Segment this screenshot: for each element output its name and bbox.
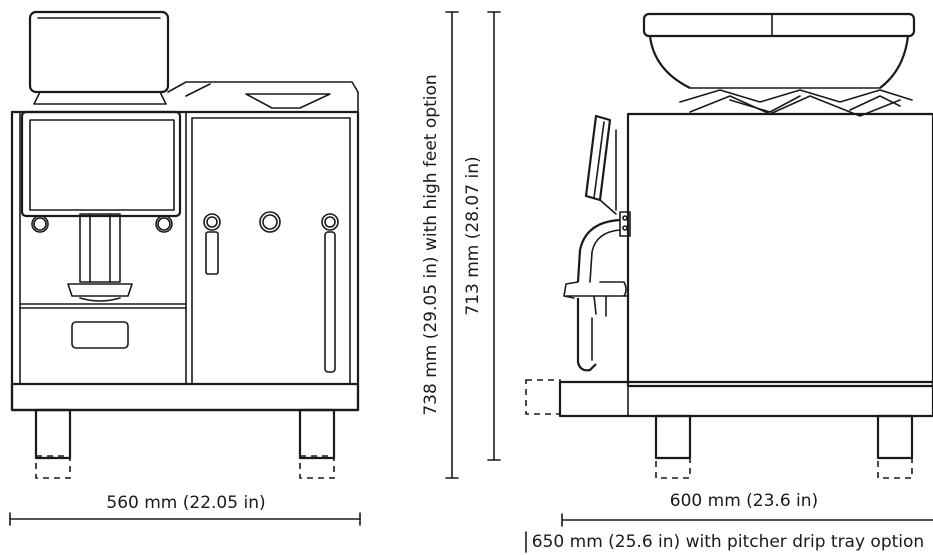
side-foot-rear (876, 414, 914, 460)
front-width-label: 560 mm (22.05 in) (106, 493, 265, 513)
front-foot-right (298, 408, 336, 460)
front-base (10, 382, 360, 412)
front-bean-hopper (28, 10, 170, 105)
side-high-foot-front (655, 457, 691, 479)
front-right-knob (259, 211, 281, 233)
front-high-foot-right (299, 455, 335, 479)
front-left-knob (31, 215, 49, 233)
side-depth-label: 600 mm (23.6 in) (670, 491, 818, 511)
height-label: 713 mm (28.07 in) (463, 156, 483, 315)
side-base (558, 380, 933, 418)
side-spout (563, 211, 631, 372)
side-body (626, 112, 933, 388)
front-left-knob-2 (155, 215, 173, 233)
side-depth-pitcher-label: 650 mm (25.6 in) with pitcher drip tray … (532, 532, 924, 552)
side-foot-front (654, 414, 692, 460)
side-depth-dimension (561, 513, 933, 527)
height-high-feet-label: 738 mm (29.05 in) with high feet option (421, 74, 441, 415)
side-bean-hopper (642, 12, 916, 117)
front-high-foot-left (35, 455, 71, 479)
front-body (10, 110, 360, 412)
side-high-foot-rear (877, 457, 913, 479)
front-touch-screen (20, 110, 182, 218)
side-view (525, 12, 933, 479)
front-foot-left (34, 408, 72, 460)
front-coffee-spout (67, 213, 133, 302)
front-steam-wand-right (321, 213, 339, 373)
height-dimension-lines (445, 11, 501, 479)
side-touch-screen (584, 114, 617, 215)
front-steam-wand-left (203, 213, 221, 275)
side-pitcher-tray-option (525, 379, 561, 415)
front-drip-drawer-handle (71, 321, 129, 349)
front-width-dimension (9, 512, 361, 526)
front-top-tray (167, 81, 359, 113)
front-view (10, 10, 360, 479)
